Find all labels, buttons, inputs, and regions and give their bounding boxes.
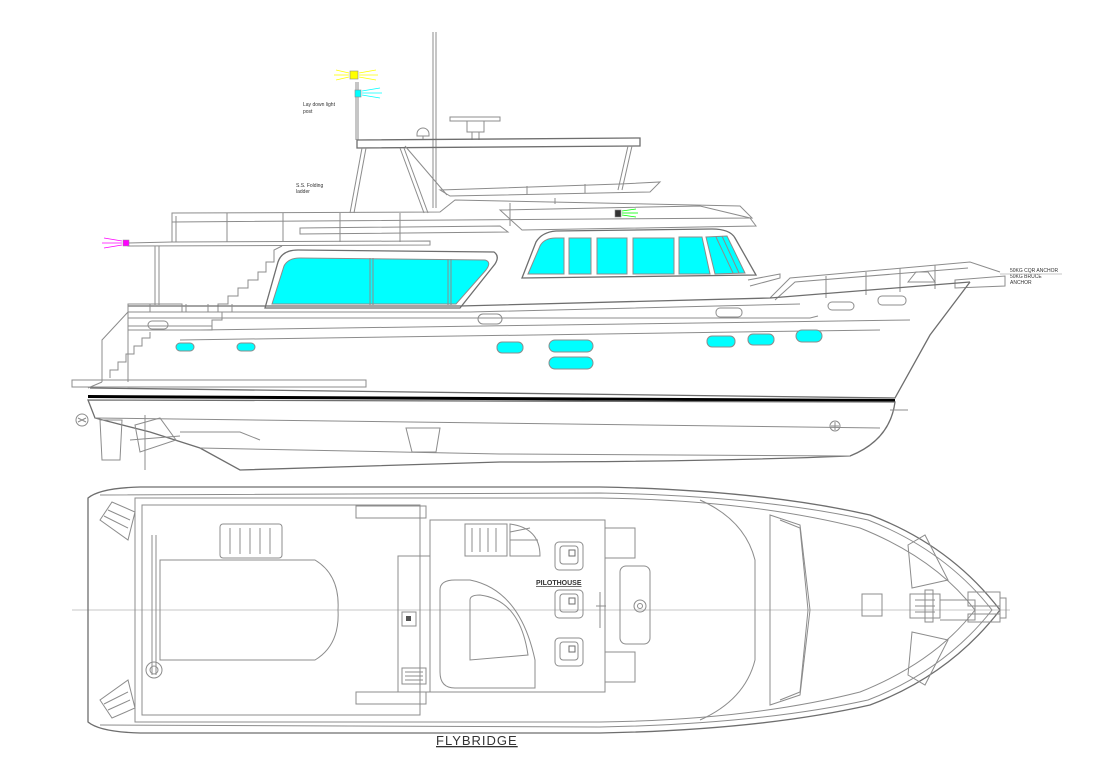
helm-seat [554,541,584,571]
pilothouse-label: PILOTHOUSE [536,580,582,587]
profile-view: Lay down light post S.S. Folding ladder [71,32,1062,471]
light-post-label-line2: post [303,109,313,115]
anchor-label-line2: 50KG BRUCE [1010,274,1042,280]
pilothouse-window-5 [678,236,711,275]
folded-mast [145,535,163,679]
swim-platform [99,501,136,719]
saloon-window [271,257,490,305]
foredeck-plan [699,499,1007,721]
pilothouse-window-2 [568,237,592,275]
dinghy [159,559,339,661]
aft-steps [101,311,151,382]
boot-stripe [88,395,895,402]
masthead-light-rays [361,87,382,99]
ladder-label-line1: S.S. Folding [296,183,323,189]
hull [71,281,971,471]
portlights [147,295,907,370]
pilothouse-plan [355,505,651,705]
light-post [334,69,382,140]
portlight [706,335,736,348]
portlight [236,342,256,352]
flybridge-rail [171,181,754,242]
hardtop [349,137,641,214]
portlight [747,333,775,346]
stairs-plan [219,523,283,559]
flybridge-stairs [211,245,283,330]
running-gear [75,413,441,470]
radar-antenna [449,116,501,140]
pilothouse-window-3 [596,237,628,275]
satellite-dome [416,127,430,140]
aft-deck-canopy [102,237,431,305]
portlight [548,339,594,353]
ladder-label-line2: ladder [296,189,310,195]
portlight [496,341,524,354]
portlight [175,342,195,352]
portlight [795,329,823,343]
bow-rail [747,261,1006,301]
saloon-superstructure [264,225,510,309]
portlight [548,356,594,370]
mast-light-rays [334,69,378,81]
pilothouse-window-1 [527,237,565,275]
main-deck [127,281,971,341]
helm-seat [554,589,584,619]
helm-seat [554,637,584,667]
plan-view: PILOTHOUSE FLYBRIDGE [72,486,1010,748]
pilothouse-window-4 [632,237,675,275]
light-post-label-line1: Lay down light [303,102,336,108]
pilothouse-profile [498,205,758,279]
pilothouse-windscreen [705,235,746,275]
flybridge-title: FLYBRIDGE [436,733,518,748]
anchor-label-line3: ANCHOR [1010,280,1032,286]
anchor-label-line1: 50KG CQR ANCHOR [1010,268,1058,274]
